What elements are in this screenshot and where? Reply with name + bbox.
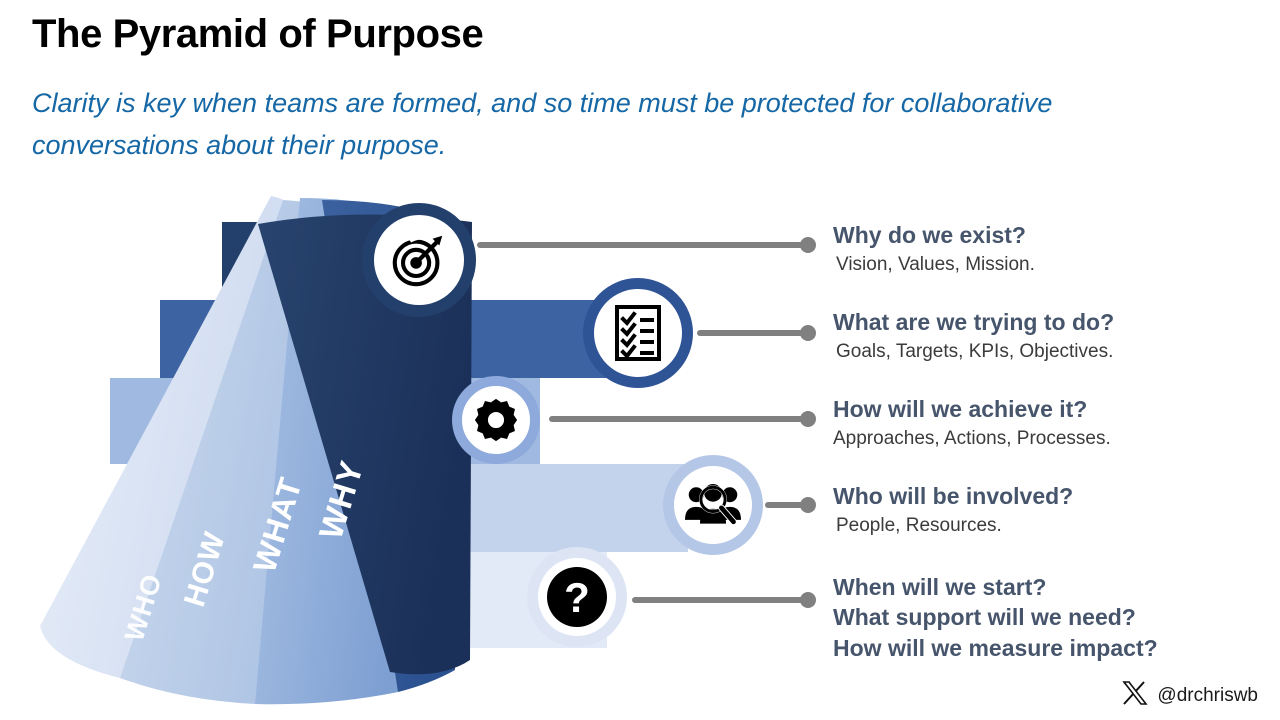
connectors [477,242,808,603]
svg-text:?: ? [564,574,590,621]
badge-how[interactable] [452,376,540,464]
question-block-when: When will we start? What support will we… [833,572,1158,663]
question-block-who: Who will be involved? People, Resources. [833,481,1073,539]
badge-when[interactable]: ? [527,547,627,647]
question-detail-why: Vision, Values, Mission. [836,254,1035,276]
badge-what[interactable] [583,278,693,388]
question-heading-when-3: How will we measure impact? [833,634,1158,661]
question-heading-who: Who will be involved? [833,483,1074,509]
question-block-how: How will we achieve it? Approaches, Acti… [833,394,1111,452]
target-icon [388,229,450,291]
cone-slab-why [258,214,472,675]
badge-why[interactable] [362,203,476,317]
question-heading-when-2: What support will we need? [833,604,1136,631]
page-subtitle: Clarity is key when teams are formed, an… [32,88,1053,160]
connector-dot-why [800,237,816,253]
page-title: The Pyramid of Purpose [32,12,484,56]
author-handle: @drchriswb [1122,680,1258,711]
pyramid-cone [40,196,472,705]
question-heading-how: How will we achieve it? [833,396,1088,422]
cone-slab-when [40,196,310,678]
connector-dot-when [800,592,816,608]
connector-dot-what [800,325,816,341]
connector-dot-who [800,497,816,513]
question-block-what: What are we trying to do? Goals, Targets… [833,307,1114,365]
handle-text: @drchriswb [1157,684,1258,706]
question-detail-what: Goals, Targets, KPIs, Objectives. [836,341,1114,363]
question-block-why: Why do we exist? Vision, Values, Mission… [833,220,1035,278]
people-search-icon [685,480,741,530]
question-detail-how: Approaches, Actions, Processes. [833,428,1111,450]
question-heading-what: What are we trying to do? [833,309,1115,335]
connector-dot-how [800,411,816,427]
question-heading-when-1: When will we start? [833,574,1047,600]
question-heading-why: Why do we exist? [833,222,1026,248]
connector-dots [800,237,816,608]
badge-who[interactable] [663,455,763,555]
question-detail-who: People, Resources. [836,515,1002,537]
question-mark-icon: ? [546,566,608,628]
gear-icon [473,397,519,443]
checklist-icon [613,304,663,362]
x-logo-icon [1122,680,1149,711]
